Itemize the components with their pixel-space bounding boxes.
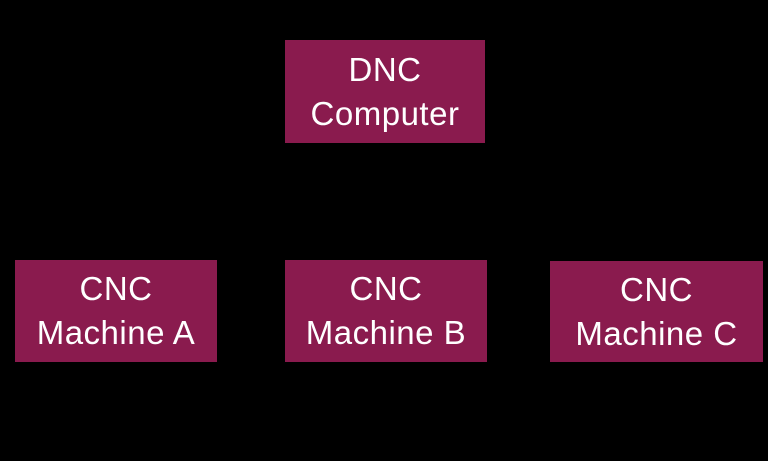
node-label-line2: Machine C [575,314,738,352]
node-label-line2: Computer [310,94,460,132]
node-label-line2: Machine A [36,314,196,351]
node-cnc-machine-c: CNC Machine C [550,261,763,362]
node-label-line1: CNC [620,270,693,308]
node-cnc-machine-a: CNC Machine A [15,260,217,362]
node-cnc-machine-b: CNC Machine B [285,260,487,362]
node-label-line1: CNC [79,270,153,307]
node-label-line2: Machine B [305,314,467,351]
node-dnc-computer: DNC Computer [285,40,485,143]
node-label-line1: DNC [348,50,422,88]
node-label-line1: CNC [349,270,423,307]
